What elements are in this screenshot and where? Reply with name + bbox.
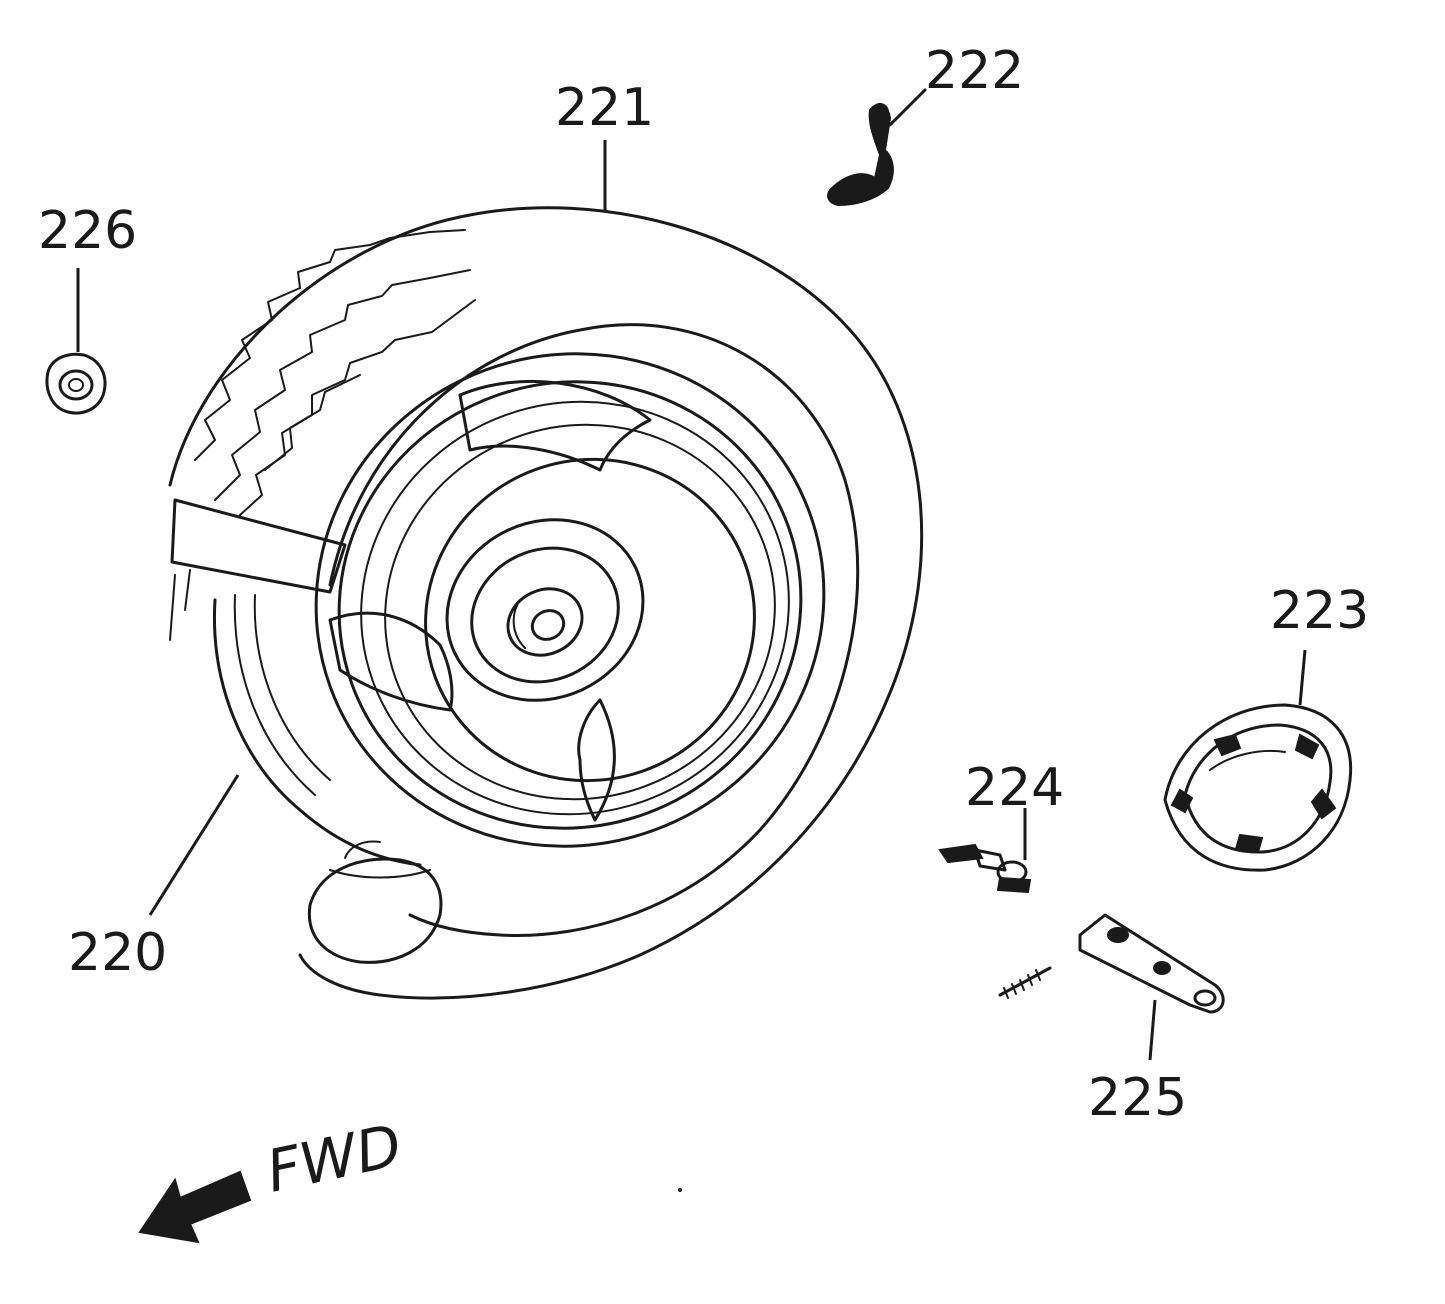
part-223-brake-shoe: 223 [1163, 581, 1369, 872]
forward-direction-indicator: FWD [138, 1111, 408, 1244]
forward-arrow-icon [138, 1170, 252, 1244]
label-221: 221 [555, 78, 654, 138]
part-226-nut: 226 [38, 201, 137, 415]
part-225-brake-arm: 225 [998, 913, 1225, 1128]
label-224: 224 [965, 758, 1064, 818]
part-224-brake-cam: 224 [938, 758, 1064, 894]
label-225: 225 [1088, 1068, 1187, 1128]
part-222-valve: 222 [827, 41, 1024, 207]
label-222: 222 [925, 41, 1024, 101]
label-223: 223 [1270, 581, 1369, 641]
part-220-wheel-rim: 220 [68, 352, 826, 983]
fwd-label: FWD [261, 1111, 408, 1206]
label-220: 220 [68, 923, 167, 983]
speck [678, 1188, 682, 1192]
part-221-tire: 221 [168, 78, 924, 1000]
label-226: 226 [38, 201, 137, 261]
